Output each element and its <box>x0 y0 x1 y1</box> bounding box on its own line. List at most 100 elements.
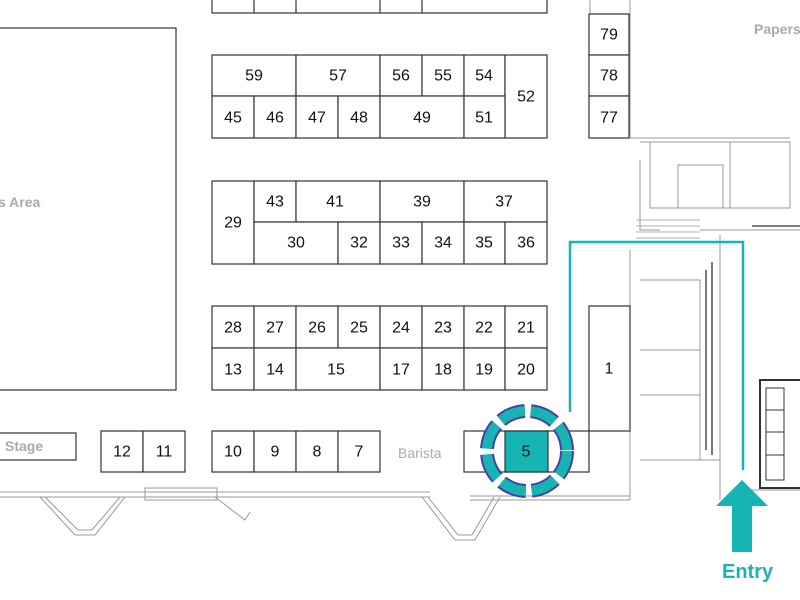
booth-59[interactable]: 59 <box>211 54 297 97</box>
booth-label: 37 <box>495 194 513 211</box>
booth-label: 43 <box>266 194 284 211</box>
booth-56[interactable]: 56 <box>379 54 423 97</box>
stands-area-outline <box>0 27 177 391</box>
booth-17[interactable]: 17 <box>379 347 423 391</box>
booth-11[interactable]: 11 <box>142 430 186 473</box>
building-walls <box>0 0 800 541</box>
booth-label: 10 <box>224 444 242 461</box>
booth-19[interactable]: 19 <box>463 347 506 391</box>
booth-label: 48 <box>350 110 368 127</box>
booth-label: 18 <box>434 362 452 379</box>
booth-label: 5 <box>522 444 531 461</box>
stage-area: Stage <box>0 432 77 461</box>
booth-37[interactable]: 37 <box>463 180 548 223</box>
booth-label: 25 <box>350 320 368 337</box>
booth-5-highlight-ring <box>480 404 574 498</box>
booth-label: 39 <box>413 194 431 211</box>
booth-15[interactable]: 15 <box>295 347 381 391</box>
booth-51[interactable]: 51 <box>463 95 506 139</box>
booth-24[interactable]: 24 <box>379 305 423 349</box>
booth-label: 30 <box>287 235 305 252</box>
booth-label: 17 <box>392 362 410 379</box>
booth-25[interactable]: 25 <box>337 305 381 349</box>
booth-55[interactable]: 55 <box>421 54 465 97</box>
booth-10[interactable]: 10 <box>211 430 255 473</box>
booth-30[interactable]: 30 <box>253 221 339 265</box>
stage-label: Stage <box>5 438 43 454</box>
booth-27[interactable]: 27 <box>253 305 297 349</box>
booth-28[interactable]: 28 <box>211 305 255 349</box>
booth-label: 28 <box>224 320 242 337</box>
booth-label: 52 <box>517 89 535 106</box>
booth-43[interactable]: 43 <box>253 180 297 223</box>
booth-9[interactable]: 9 <box>253 430 297 473</box>
booth-label: 54 <box>475 68 493 85</box>
booth-20[interactable]: 20 <box>504 347 548 391</box>
booth-label: 46 <box>266 110 284 127</box>
booth-45[interactable]: 45 <box>211 95 255 139</box>
booth-5[interactable]: 5 <box>504 430 549 473</box>
booth-label: 59 <box>245 68 263 85</box>
booth-79[interactable]: 79 <box>588 13 630 56</box>
booth-46[interactable]: 46 <box>253 95 297 139</box>
booth-12[interactable]: 12 <box>100 430 144 473</box>
booth-label: 41 <box>326 194 344 211</box>
booth-label: 9 <box>271 444 280 461</box>
booth-label: 33 <box>392 235 410 252</box>
booth-label: 11 <box>156 444 173 461</box>
booth-78[interactable]: 78 <box>588 54 630 97</box>
booth-23[interactable]: 23 <box>421 305 465 349</box>
booth-39[interactable]: 39 <box>379 180 465 223</box>
booth-1[interactable]: 1 <box>588 305 631 432</box>
booth-label: 24 <box>392 320 410 337</box>
booth-36[interactable]: 36 <box>504 221 548 265</box>
booth-8[interactable]: 8 <box>295 430 339 473</box>
booth-label: 23 <box>434 320 452 337</box>
booth-7[interactable]: 7 <box>337 430 381 473</box>
booth-35[interactable]: 35 <box>463 221 506 265</box>
booth-label: 7 <box>355 444 364 461</box>
booth-label: 55 <box>434 68 452 85</box>
booth-57[interactable]: 57 <box>295 54 381 97</box>
booth-label: 45 <box>224 110 242 127</box>
booth-33[interactable]: 33 <box>379 221 423 265</box>
booth-label: 34 <box>434 235 452 252</box>
booth-label: 14 <box>266 362 284 379</box>
papers-area-label: Papers <box>754 21 800 37</box>
booth-label: 78 <box>600 68 618 85</box>
booth-13[interactable]: 13 <box>211 347 255 391</box>
booth-label: 27 <box>266 320 284 337</box>
booth-label: 8 <box>313 444 322 461</box>
booth-77[interactable]: 77 <box>588 95 630 139</box>
entry-arrow-icon <box>716 480 768 552</box>
booth-label: 22 <box>475 320 493 337</box>
booth-22[interactable]: 22 <box>463 305 506 349</box>
booth-label: 57 <box>329 68 347 85</box>
booth-label: 49 <box>413 110 431 127</box>
booth-52[interactable]: 52 <box>504 54 548 139</box>
booth-34[interactable]: 34 <box>421 221 465 265</box>
booth-14[interactable]: 14 <box>253 347 297 391</box>
booth-29[interactable]: 29 <box>211 180 255 265</box>
booth-label: 12 <box>113 444 131 461</box>
booth-49[interactable]: 49 <box>379 95 465 139</box>
booth-47[interactable]: 47 <box>295 95 339 139</box>
barista-label: Barista <box>398 445 442 461</box>
booth-label: 36 <box>517 235 535 252</box>
booth-48[interactable]: 48 <box>337 95 381 139</box>
booth-18[interactable]: 18 <box>421 347 465 391</box>
booth-label: 21 <box>517 320 535 337</box>
booth-54[interactable]: 54 <box>463 54 506 97</box>
booth-label: 19 <box>475 362 493 379</box>
booth-label: 20 <box>517 362 535 379</box>
booth-label: 77 <box>600 110 618 127</box>
booth-26[interactable]: 26 <box>295 305 339 349</box>
booth-label: 15 <box>327 362 345 379</box>
entry-label: Entry <box>722 561 774 583</box>
booth-41[interactable]: 41 <box>295 180 381 223</box>
booth-label: 51 <box>475 110 493 127</box>
booth-32[interactable]: 32 <box>337 221 381 265</box>
booth-label: 79 <box>600 27 618 44</box>
booth-21[interactable]: 21 <box>504 305 548 349</box>
